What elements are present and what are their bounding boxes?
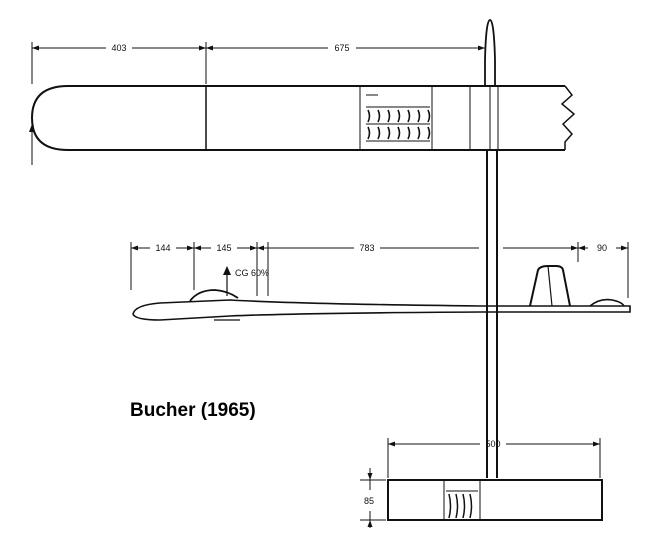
fin [529,265,571,307]
fuselage-side-view: CG 60% 144 145 783 [130,242,631,321]
fuselage-outline [132,299,631,321]
dimension-stab-chord: 85 [360,468,386,528]
dim-label-wing-inner: 403 [111,43,126,53]
fin-top-lobe [484,19,496,86]
stabilizer-outline [387,479,603,521]
dimension-wing-outer: 675 [206,43,485,53]
dimension-wing-inner: 403 [31,42,207,84]
stab-center-detail [443,480,481,520]
drawing-title: Bucher (1965) [130,400,256,421]
stabilizer-plan-view: 500 85 [360,438,603,528]
dimension-stab-span: 500 [387,438,601,478]
wing-saddle [189,289,239,302]
wing-plan-view: 403 675 [29,42,576,165]
leading-edge-arrow [29,124,35,165]
dim-label-stab-chord: 85 [364,496,374,506]
fin-boom-top-view [484,19,498,478]
fuselage-dimension-row: 144 145 783 90 [130,242,629,298]
dim-label-fus-tail: 90 [597,243,607,253]
dim-label-wing-outer: 675 [334,43,349,53]
wing-outline [30,85,565,151]
cg-arrow [223,266,231,296]
dim-label-fus-nose: 144 [155,243,170,253]
wing-center-detail [366,94,431,142]
tail-stab-mount [589,298,625,307]
cg-label: CG 60% [235,268,269,278]
dim-label-fus-main: 783 [359,243,374,253]
dim-label-stab-span: 500 [485,439,500,449]
wing-break-line [560,85,576,150]
dim-label-fus-cg: 145 [216,243,231,253]
